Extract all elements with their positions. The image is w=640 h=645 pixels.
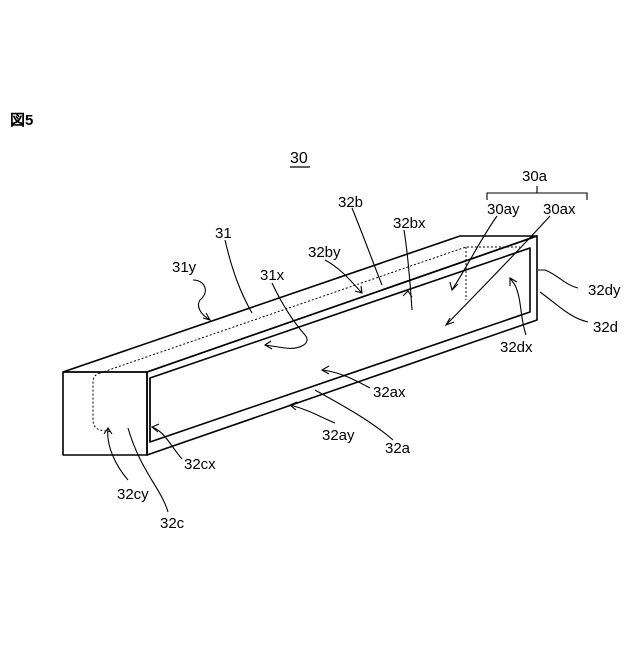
- arrow-31y: [203, 313, 210, 320]
- figure-title: 30: [290, 150, 308, 167]
- front-end-face: [63, 372, 147, 455]
- label-32bx: 32bx: [393, 215, 426, 232]
- label-32d: 32d: [593, 319, 618, 336]
- leader-31x: [265, 283, 307, 348]
- label-31y: 31y: [172, 259, 197, 276]
- label-30ay: 30ay: [487, 201, 520, 218]
- label-32b: 32b: [338, 194, 363, 211]
- brace-30a: [487, 186, 587, 200]
- leader-32bx: [404, 230, 412, 310]
- label-32a: 32a: [385, 440, 411, 457]
- label-32dx: 32dx: [500, 339, 533, 356]
- label-30ax: 30ax: [543, 201, 576, 218]
- label-32by: 32by: [308, 244, 341, 261]
- leader-31y: [193, 280, 210, 320]
- hidden-edge-end-c: [93, 373, 112, 432]
- hidden-edge-top: [100, 247, 520, 373]
- front-long-face: [147, 236, 537, 455]
- label-32cy: 32cy: [117, 486, 149, 503]
- leader-32b: [352, 208, 382, 285]
- label-32ay: 32ay: [322, 427, 355, 444]
- label-32ax: 32ax: [373, 384, 406, 401]
- leader-30ax: [446, 216, 550, 325]
- label-32dy: 32dy: [588, 282, 621, 299]
- label-31: 31: [215, 225, 232, 242]
- leader-31: [225, 240, 252, 313]
- leader-32ay: [290, 405, 335, 423]
- leader-32dy: [538, 270, 578, 288]
- figure-number: 図5: [10, 112, 33, 129]
- label-32c: 32c: [160, 515, 185, 532]
- leader-32d: [540, 292, 588, 322]
- label-32cx: 32cx: [184, 456, 216, 473]
- leader-32cy: [108, 428, 128, 480]
- label-30a: 30a: [522, 168, 548, 185]
- label-31x: 31x: [260, 267, 285, 284]
